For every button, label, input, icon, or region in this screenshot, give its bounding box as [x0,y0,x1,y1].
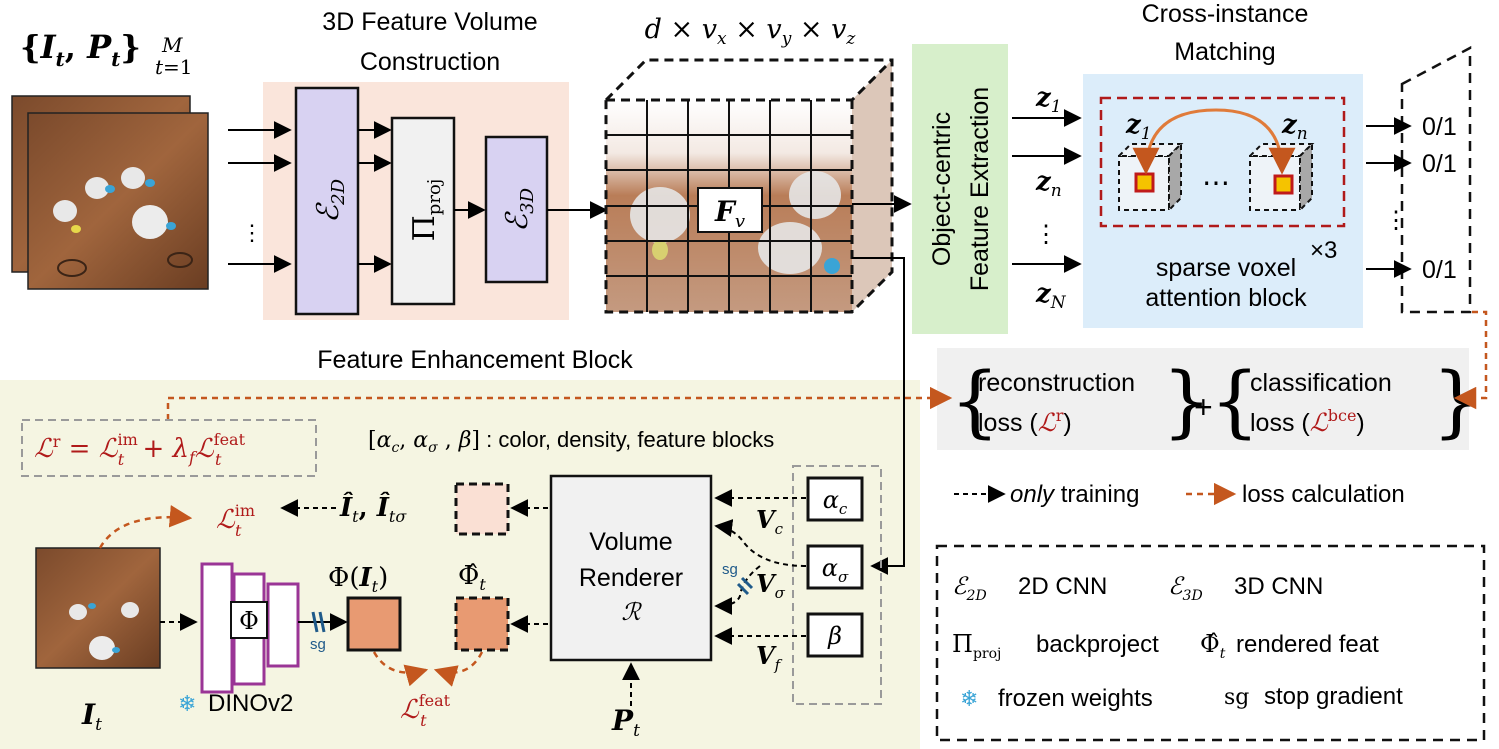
rendered-image-block [454,482,510,536]
construction-title-line2: Construction [360,48,500,76]
legend-phi-sym: Φ̂t [1200,630,1226,662]
z-dots: ⋮ [1034,221,1058,248]
legend-phi-text: rendered feat [1236,631,1379,658]
repeat-label: ×3 [1310,237,1337,264]
extraction-line2: Feature Extraction [966,87,994,291]
input-set-label: {It, Pt} [20,28,141,71]
output-2: 0/1 [1422,150,1457,178]
output-3: 0/1 [1422,256,1457,284]
legend-proj-text: backproject [1036,631,1159,658]
encoder-3d-block [484,135,549,284]
legend-proj-sym: Πproj [952,630,1001,662]
input-image-stack [11,95,209,290]
legend-sg-text: stop gradient [1264,683,1403,710]
feature-volume-cube [604,58,894,314]
legend-snowflake-icon: ❄ [960,686,978,711]
zn-label: zn [1035,167,1062,201]
legend-e2d-text: 2D CNN [1018,573,1107,600]
renderer-line2: Renderer [579,564,683,592]
cls-brace-right: } [1432,357,1482,447]
legend-training: only training [1010,481,1139,508]
sg-label-2: sg [722,561,738,578]
volume-dims: d × vx × vy × vz [645,14,857,49]
legend-loss-calc: loss calculation [1242,481,1405,508]
attention-arc [1132,108,1296,175]
rendered-feature-block [454,596,510,652]
voxel-cube-left [1116,141,1184,213]
projection-block [390,116,456,306]
rec-line1: reconstruction [978,369,1135,397]
construction-title-line1: 3D Feature Volume [322,8,537,36]
input-set-superscript: M [161,33,183,57]
block-line1: sparse voxel [1156,254,1296,282]
snowflake-icon: ❄ [178,691,196,716]
encoder-2d-block [294,86,360,316]
cls-line1: classification [1250,369,1392,397]
legend-frozen-text: frozen weights [998,685,1153,712]
matching-title-line2: Matching [1174,38,1275,66]
rec-brace-left: { [950,357,1000,447]
renderer-symbol: ℛ [621,598,642,626]
alpha-c-block [806,476,864,522]
legend-e3d-sym: ℰ3D [1168,572,1203,604]
block-line2: attention block [1145,284,1307,312]
legend-box [935,544,1486,742]
matching-title-line1: Cross-instance [1142,0,1309,28]
dino-feature-block [346,596,402,652]
output-1: 0/1 [1422,113,1457,141]
extraction-line1: Object-centric [928,112,956,266]
zN-label: zN [1035,279,1067,313]
attention-region [1099,96,1346,228]
dinov2-backbone [200,562,300,694]
renderer-line1: Volume [589,528,672,556]
phi-it-label: Φ(It) [328,563,388,596]
extraction-panel [912,44,1008,334]
alpha-sigma-block [806,544,864,590]
output-dots: ⋮ [1384,207,1408,234]
beta-label: β [827,622,842,650]
legend-e2d-sym: ℰ2D [952,572,987,604]
legend-sg-sym: sg [1224,685,1249,710]
enhancement-title: Feature Enhancement Block [317,346,633,374]
phi-label: Φ [239,607,259,635]
input-arrow-dots: ⋮ [241,220,263,245]
blocks-group-box [792,465,882,705]
voxel-dots: ⋯ [1202,167,1230,198]
cls-brace-left: { [1210,357,1260,447]
output-column [1400,45,1472,314]
loss-panel [937,348,1469,450]
rec-brace-right: } [1162,357,1212,447]
dinov2-label: DINOv2 [208,690,293,717]
input-set-subscript: t=1 [155,55,193,79]
loss-formula-box [21,419,317,477]
beta-block [806,612,864,658]
input-image-small [35,547,161,669]
legend-e3d-text: 3D CNN [1234,573,1323,600]
loss-plus: + [1194,389,1213,425]
z1-label: z1 [1035,83,1062,117]
volume-renderer-block [549,474,713,662]
sg-label-1: sg [310,636,326,653]
